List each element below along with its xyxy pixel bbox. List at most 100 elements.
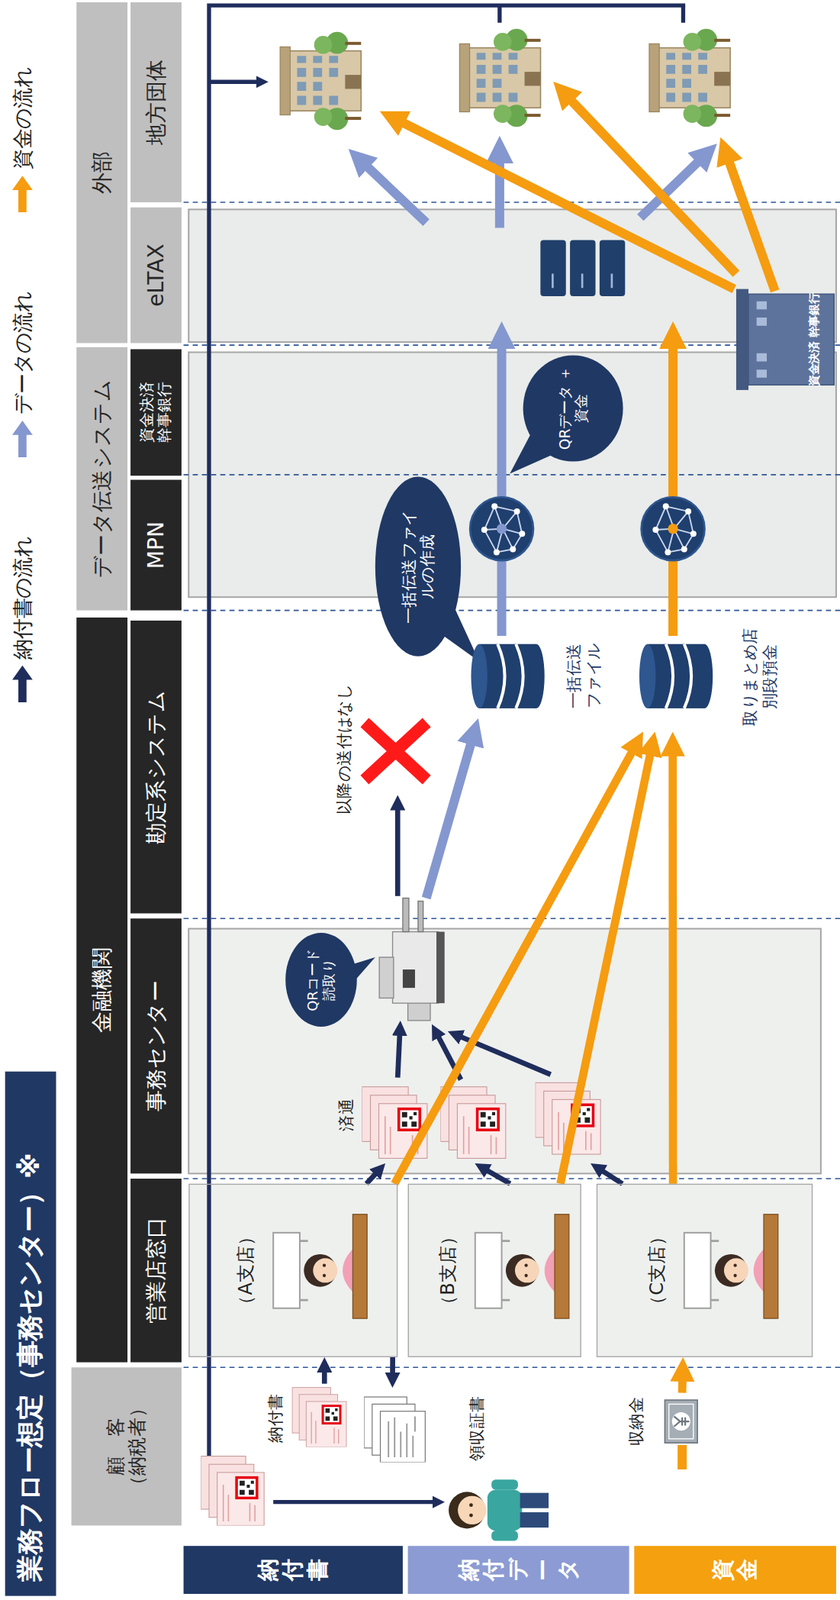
qr-reader-machine <box>418 900 424 931</box>
branch-window: （C支店） <box>596 1183 813 1357</box>
column-header: 地方団体 <box>130 2 182 203</box>
column-divider <box>183 202 840 1367</box>
node-label: 事務センター <box>143 979 168 1111</box>
server-illustration <box>540 239 625 297</box>
cash-illustration <box>664 1399 698 1442</box>
municipality-building <box>280 32 361 130</box>
column-header: 営業店窓口 <box>130 1177 182 1362</box>
legend-swatch <box>11 665 34 702</box>
panel <box>408 1183 582 1357</box>
panel <box>188 928 821 1174</box>
node-label: 資金 <box>710 1557 760 1581</box>
column-header: eLTAX <box>130 207 182 344</box>
legend-arrow <box>12 665 33 702</box>
column-header: 事務センター <box>130 917 182 1173</box>
stop-mark <box>369 726 422 776</box>
bank-illustration <box>736 289 749 390</box>
document-flow-arrow <box>273 1499 434 1503</box>
title-bar: 業務フロー想定（事務センター）※ <box>5 1071 57 1596</box>
node-label: 納付書 <box>266 1392 286 1442</box>
network-globe <box>667 523 678 534</box>
teller-illustration <box>684 1213 779 1318</box>
customer-illustration <box>491 1478 519 1489</box>
municipality-building <box>649 28 731 127</box>
node-label: （A支店） <box>235 1226 258 1314</box>
data-flow-arrow <box>497 347 507 636</box>
database-illustration <box>639 643 713 709</box>
bank-illustration <box>748 293 834 385</box>
receipt: 領収証書 <box>361 1387 490 1469</box>
database-illustration <box>470 643 544 709</box>
node-label: （B支店） <box>437 1226 459 1314</box>
document-stack <box>200 1081 601 1525</box>
legend-swatch <box>11 175 34 213</box>
network-globe <box>469 496 705 560</box>
network-globe <box>469 496 534 560</box>
document-stack <box>363 1396 425 1462</box>
document-flow-arrow <box>209 5 686 1456</box>
node-label: 資金決済 幹事銀行 <box>138 348 174 476</box>
cash-illustration <box>664 1399 698 1442</box>
legend-swatch <box>11 420 34 458</box>
flow-connector <box>560 753 651 1184</box>
qr-reader-machine <box>379 897 445 1020</box>
node-label: 領収証書 <box>467 1395 487 1462</box>
node-label: 納付データ <box>457 1557 581 1581</box>
node-label: 以降の送付はなし <box>335 683 355 815</box>
callout-tail <box>346 434 556 990</box>
column-header: 金融機関 <box>76 617 128 1362</box>
node-label: （C支店） <box>646 1226 668 1314</box>
column-header: MPN <box>130 479 182 611</box>
cash-illustration <box>669 1403 694 1438</box>
legend-label: 納付書の流れ <box>10 536 35 659</box>
document-flow-arrow <box>499 5 684 23</box>
node-label: 金融機関 <box>90 946 115 1033</box>
flow-connector <box>678 1379 687 1393</box>
customer-illustration <box>520 1511 549 1527</box>
qr-reader-machine <box>436 931 445 1004</box>
column-header: 資金決済 幹事銀行 <box>130 348 182 476</box>
customer-illustration <box>457 1495 486 1524</box>
qr-reader-machine <box>379 956 394 998</box>
database: 取りまとめ店 別段預金 <box>634 621 783 731</box>
legend-arrow <box>12 420 33 458</box>
flow-connector <box>394 751 632 1184</box>
flow-connector <box>487 1169 511 1183</box>
panel <box>188 209 837 1357</box>
node-label: QRコード 読取り <box>305 932 337 1027</box>
flow-connector <box>602 1170 623 1184</box>
node-label: 資金決済 幹事銀行 <box>808 292 822 387</box>
cash: 収納金 <box>624 1392 712 1450</box>
stop-mark <box>369 726 422 776</box>
node-label: 収納金 <box>627 1396 647 1446</box>
document-flow-arrow <box>395 808 401 896</box>
node-label: 顧 客 （納税者） <box>104 1366 149 1525</box>
branch-window: （A支店） <box>188 1183 398 1357</box>
data-flow-arrow <box>426 742 472 898</box>
qr-reader-machine <box>402 897 409 931</box>
callout-bubble: 一括伝送ファイルの作成 <box>375 476 461 657</box>
data-flow-arrow <box>366 166 427 223</box>
legend-item: データの流れ <box>6 292 39 458</box>
branch-window: （B支店） <box>408 1183 582 1357</box>
node-label: 済通 <box>337 1097 357 1131</box>
document-stack <box>200 1455 264 1526</box>
legend-arrow <box>12 175 33 213</box>
document-flow-arrow <box>397 1034 400 1078</box>
node-label: 営業店窓口 <box>143 1216 168 1323</box>
qr-reader-machine <box>392 931 439 1004</box>
column-header: 顧 客 （納税者） <box>71 1366 182 1525</box>
cash-illustration <box>673 1415 689 1426</box>
node-label: 取りまとめ店 別段預金 <box>741 621 779 731</box>
customer-illustration <box>469 1512 474 1517</box>
flow-connector <box>366 1173 376 1184</box>
node-label: MPN <box>143 521 168 569</box>
stop-note: 以降の送付はなし <box>332 678 433 819</box>
row-header: 納付データ <box>408 1544 630 1594</box>
fund-flow-arrow <box>729 161 776 292</box>
panel <box>596 1183 813 1357</box>
teller-illustration <box>273 1213 367 1318</box>
node-label: 一括伝送 ファイル <box>565 626 603 725</box>
fund-flow-arrow <box>677 1444 687 1469</box>
